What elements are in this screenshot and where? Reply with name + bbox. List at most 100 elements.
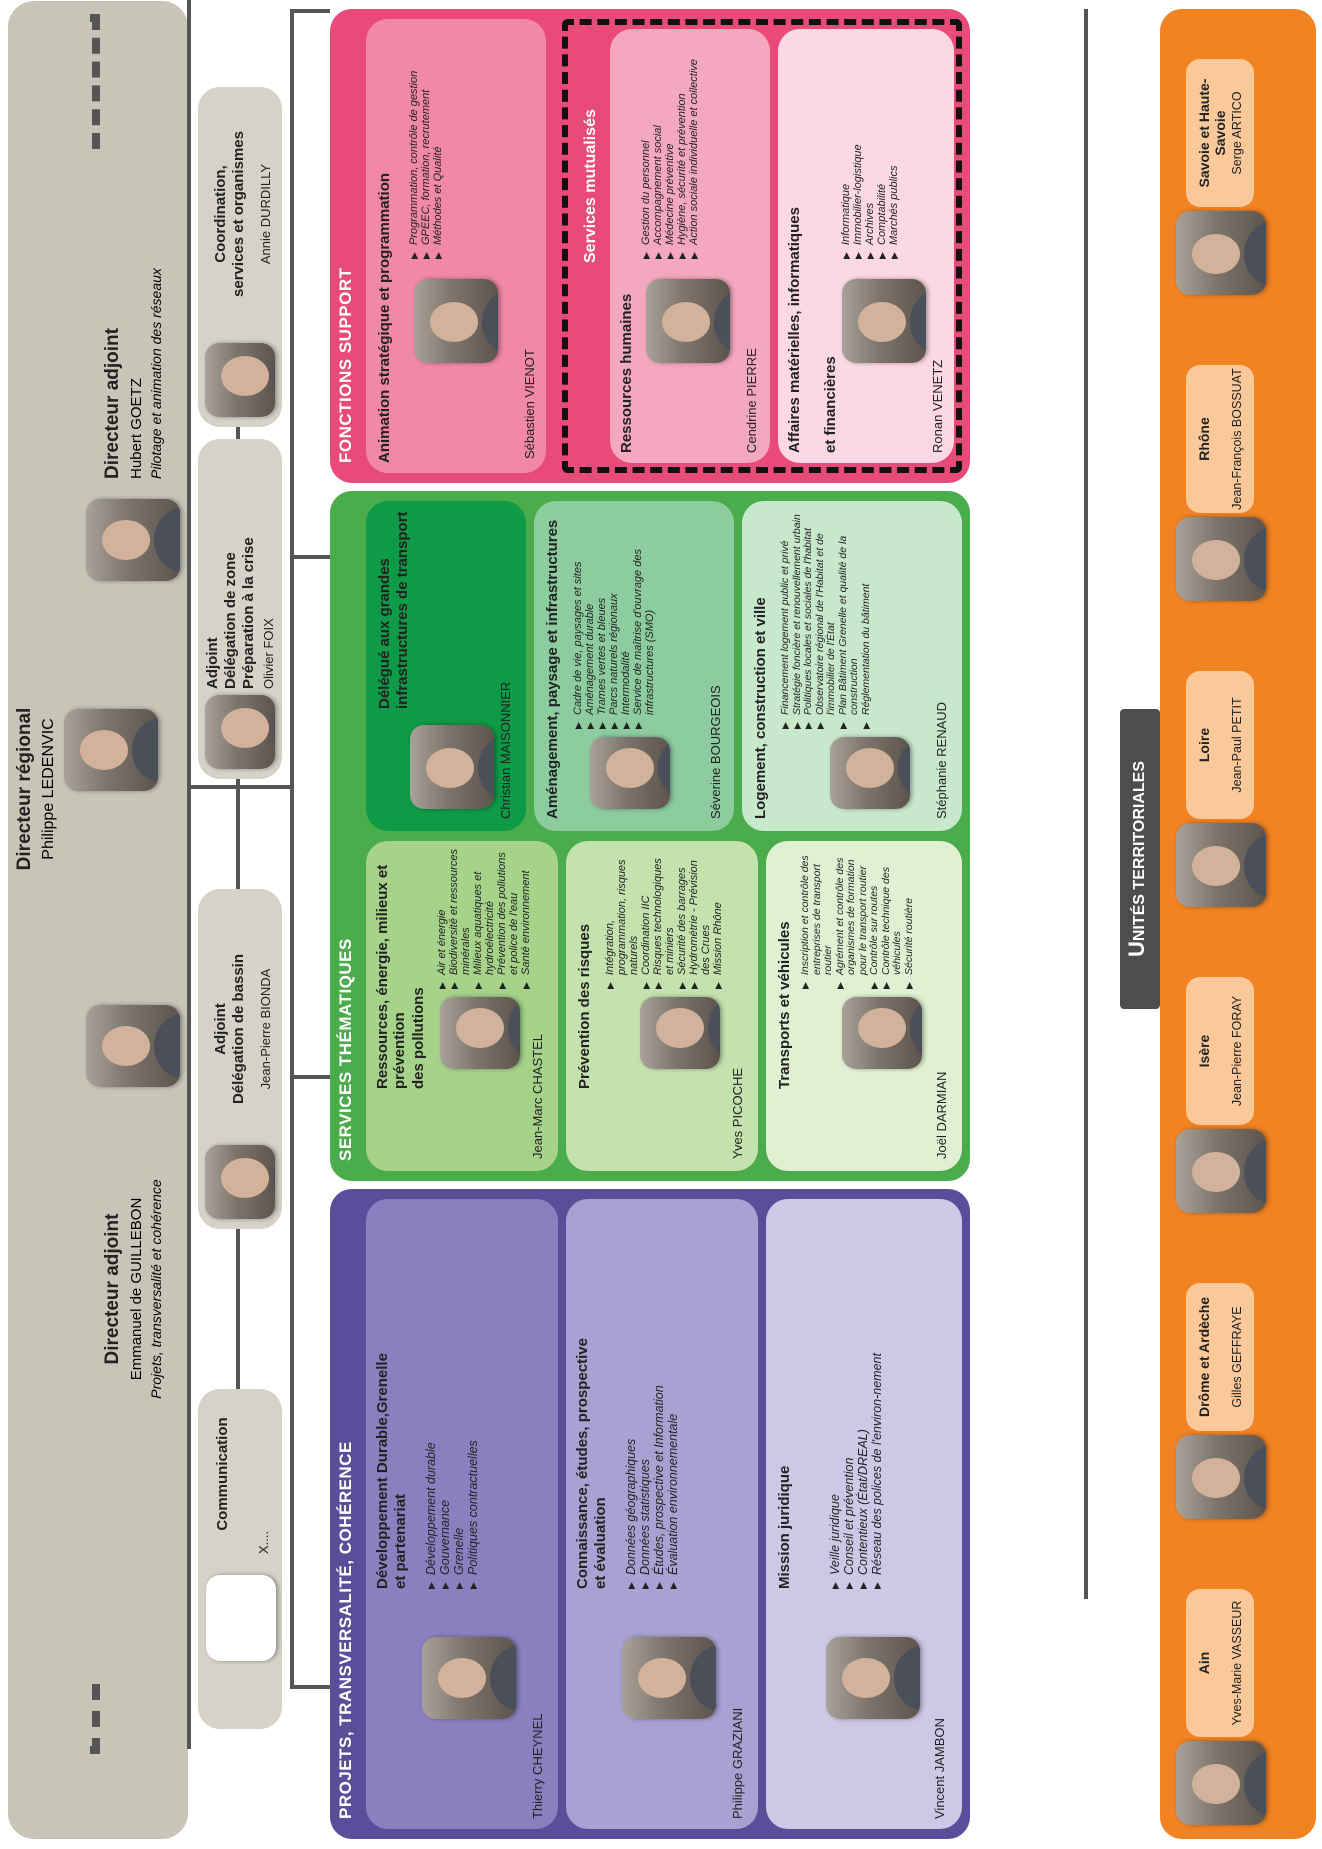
projets-unit-2-name: Philippe GRAZIANI <box>730 1707 745 1819</box>
support-unit-3-title-line1: Affaires matérielles, informatiques <box>786 207 803 453</box>
services-left-1-name: Jean-Marc CHASTEL <box>530 1034 545 1159</box>
territoriales-header-cap: U <box>1124 941 1149 958</box>
branch-tick-1 <box>290 1685 330 1689</box>
territorial-unit-dept: Loire <box>1196 727 1212 763</box>
projets-unit-2-title-line1: Connaissance, études, prospective <box>574 1338 591 1589</box>
territorial-unit-photo <box>1176 517 1266 601</box>
support-unit-3-items: Informatique Immobilier-logistique Archi… <box>840 33 900 259</box>
list-item: Financement logement public et privé <box>779 509 792 729</box>
list-item: Veille juridique <box>828 1209 842 1589</box>
list-item: Réglementation du bâtiment <box>860 509 873 729</box>
territorial-unit-name: Serge ARTICO <box>1230 91 1244 175</box>
territorial-unit-dept: Ain <box>1196 1651 1212 1675</box>
zone-title-line1: Adjoint <box>204 637 221 689</box>
projets-unit-3-photo <box>826 1637 920 1719</box>
mutualises-label: Services mutualisés <box>582 109 599 263</box>
services-right-2-title-line1: Aménagement, paysage et infrastructures <box>544 519 561 819</box>
support-unit-1-items: Programmation, contrôle de gestion GPEEC… <box>408 23 444 259</box>
projets-unit-3-title-line1: Mission juridique <box>776 1465 793 1589</box>
services-right-1-title-line2: infrastructures de transport <box>394 511 411 709</box>
bassin-title-line1: Adjoint <box>212 1003 229 1055</box>
territorial-unit-name: Jean-Paul PETIT <box>1230 697 1244 793</box>
support-unit-1 <box>366 19 546 473</box>
list-item: Cadre de vie, paysages et sites <box>572 509 584 729</box>
services-left-3-name: Joël DARMIAN <box>934 1071 949 1159</box>
projets-unit-3-items: Veille juridique Conseil et prévention C… <box>828 1209 884 1589</box>
list-item: Santé environnement <box>520 849 532 989</box>
territorial-unit-photo <box>1176 1435 1266 1519</box>
support-unit-1-name: Sébastien VIENOT <box>522 349 537 459</box>
communication-card <box>198 1389 282 1729</box>
support-unit-1-photo <box>414 279 498 363</box>
list-item: Action sociale individuelle et collectiv… <box>688 33 700 259</box>
territorial-unit-card: Savoie et Haute-Savoie Serge ARTICO <box>1186 59 1254 207</box>
list-item: Contentieux (État/DREAL) <box>856 1209 870 1589</box>
list-item: Données statistiques <box>638 1209 652 1589</box>
territorial-unit-card: Drôme et Ardèche Gilles GEFFRAYE <box>1186 1283 1254 1431</box>
list-item: Accompagnement social <box>652 33 664 259</box>
list-item: Aménagement durable <box>584 509 596 729</box>
staff-connector-3 <box>236 427 240 439</box>
territorial-unit-card: Rhône Jean-François BOSSUAT <box>1186 365 1254 513</box>
projets-unit-2-photo <box>622 1637 716 1719</box>
support-unit-3-photo <box>842 279 926 363</box>
territorial-unit-card: Ain Yves-Marie VASSEUR <box>1186 1589 1254 1737</box>
staff-connector-1 <box>236 1229 240 1389</box>
services-right-3-items: Financement logement public et privé Str… <box>779 509 873 729</box>
services-right-3-photo <box>830 737 910 809</box>
branch-line <box>290 9 294 1689</box>
adjoint-right-subtitle: Pilotage et animation des réseaux <box>148 268 164 479</box>
support-unit-3-title-line2: et financières <box>822 356 839 453</box>
list-item: Milieux aquatiques et hydroélectricité <box>472 849 496 989</box>
adjoint-left-name: Emmanuel de GUILLEBON <box>128 1197 145 1381</box>
list-item: Sécurité routière <box>903 849 916 989</box>
list-item: Intermodalité <box>620 509 632 729</box>
territorial-unit-photo <box>1176 1129 1266 1213</box>
list-item: Prévention des pollutions et police de l… <box>496 849 520 989</box>
adjoint-left-title: Directeur adjoint <box>102 1213 123 1365</box>
services-left-2-title-line1: Prévention des risques <box>576 923 593 1089</box>
territoriales-header-rest: NITÉS TERRITORIALES <box>1131 760 1148 942</box>
dashed-link-left <box>90 1684 100 1754</box>
list-item: Inscription et contrôle des entreprises … <box>799 849 835 989</box>
adjoint-left-subtitle: Projets, transversalité et cohérence <box>148 1179 164 1399</box>
services-left-1-title-line2: des pollutions <box>410 987 427 1089</box>
territorial-unit-dept: Savoie et Haute-Savoie <box>1196 78 1228 188</box>
direction-connector-line <box>187 0 191 1749</box>
list-item: Données géographiques <box>624 1209 638 1589</box>
list-item: Informatique <box>840 33 852 259</box>
list-item: Archives <box>864 33 876 259</box>
services-right-2-name: Séverine BOURGEOIS <box>708 685 723 819</box>
bassin-title-line2: Délégation de bassin <box>230 953 247 1105</box>
coordination-title-line2: services et organismes <box>230 131 247 297</box>
list-item: Contrôle sur routes <box>868 849 881 989</box>
list-item: Air et énergie <box>436 849 448 989</box>
services-left-1-photo <box>440 997 520 1069</box>
list-item: Gouvernance <box>438 1209 452 1589</box>
direction-connector-dots <box>98 1784 108 1794</box>
territorial-unit-dept: Drôme et Ardèche <box>1196 1296 1212 1418</box>
list-item: Coordination IIC <box>640 849 652 989</box>
list-item: Marchés publics <box>888 33 900 259</box>
support-unit-2-name: Cendrine PIERRE <box>744 348 759 453</box>
services-left-3-photo <box>842 997 922 1069</box>
list-item: Contrôle technique des véhicules <box>880 849 904 989</box>
territorial-unit-name: Jean-François BOSSUAT <box>1230 368 1244 510</box>
list-item: Politiques contractuelles <box>466 1209 480 1589</box>
list-item: Trames vertes et bleues <box>596 509 608 729</box>
adjoint-right-photo <box>86 499 180 581</box>
services-right-2-items: Cadre de vie, paysages et sites Aménagem… <box>572 509 656 729</box>
territoriales-header: UNITÉS TERRITORIALES <box>1124 709 1150 1009</box>
list-item: Mission Rhône <box>712 849 724 989</box>
trunk-line <box>188 785 292 789</box>
projets-unit-3-name: Vincent JAMBON <box>932 1718 947 1819</box>
list-item: Biodiversité et ressources minérales <box>448 849 472 989</box>
territorial-unit-photo <box>1176 1741 1266 1825</box>
services-right-1-name: Christian MAISONNIER <box>498 681 513 819</box>
territorial-unit-name: Jean-Pierre FORAY <box>1230 995 1244 1107</box>
zone-title-line3: Préparation à la crise <box>240 537 257 689</box>
list-item: Grenelle <box>452 1209 466 1589</box>
list-item: Comptabilité <box>876 33 888 259</box>
